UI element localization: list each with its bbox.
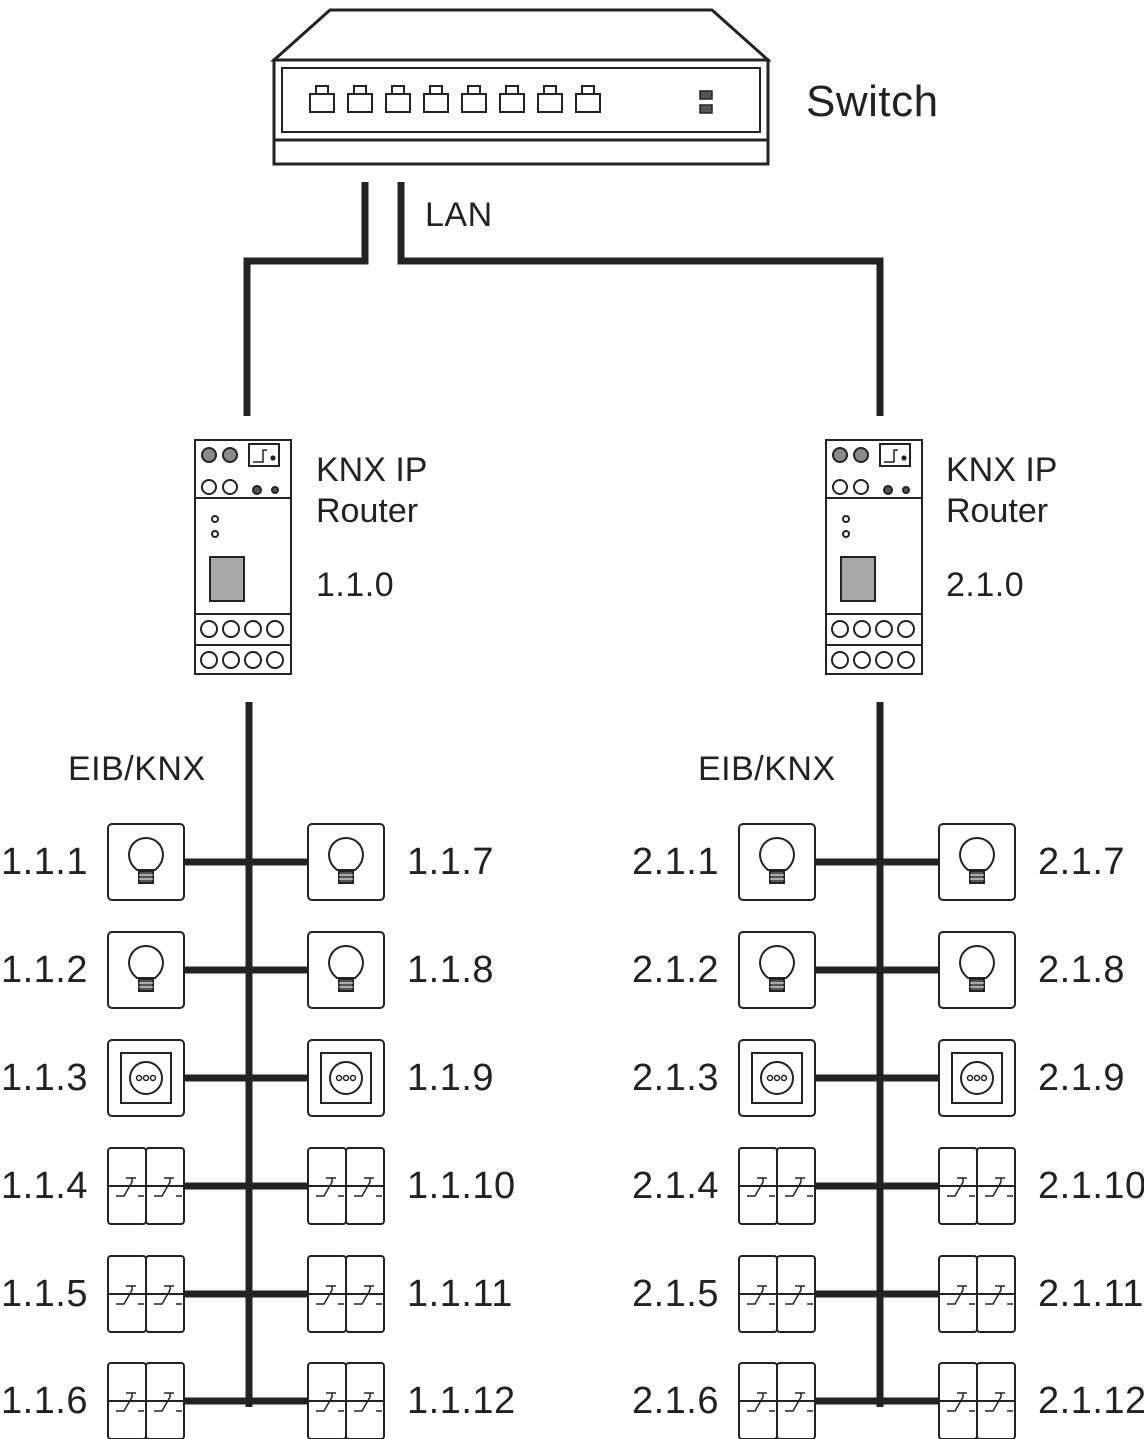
switch-label: Switch	[806, 77, 939, 126]
switch-ports	[309, 85, 601, 113]
device-address-label: 1.1.3	[0, 1057, 88, 1099]
device-address-label: 1.1.12	[407, 1380, 516, 1422]
device-address-label: 1.1.9	[407, 1057, 495, 1099]
switch-port	[461, 85, 487, 113]
device-address-label: 2.1.5	[631, 1273, 719, 1315]
switch-status-led	[699, 90, 713, 100]
socket-icon	[307, 1039, 385, 1117]
device-address-label: 1.1.7	[407, 841, 495, 883]
switch-port	[309, 85, 335, 113]
device-address-label: 1.1.10	[407, 1165, 516, 1207]
socket-icon	[107, 1039, 185, 1117]
push-button-icon	[938, 1362, 1016, 1439]
router-name-line-1: KNX IP Router	[316, 450, 427, 532]
push-button-icon	[307, 1362, 385, 1439]
device-address-label: 2.1.6	[631, 1380, 719, 1422]
lamp-icon	[738, 823, 816, 901]
lamp-icon	[107, 823, 185, 901]
push-button-icon	[738, 1255, 816, 1333]
lan-cables	[243, 182, 884, 416]
device-address-label: 2.1.7	[1038, 841, 1126, 883]
device-address-label: 1.1.6	[0, 1380, 88, 1422]
router-name-part-2: Router	[946, 492, 1049, 530]
lan-label: LAN	[425, 196, 493, 234]
device-address-label: 2.1.2	[631, 949, 719, 991]
device-address-label: 2.1.1	[631, 841, 719, 883]
switch-port	[499, 85, 525, 113]
knx-ip-router-device	[194, 439, 292, 675]
bus-label-line-1: EIB/KNX	[68, 750, 206, 788]
router-name-line-2: KNX IP Router	[946, 450, 1057, 532]
push-button-icon	[107, 1362, 185, 1439]
device-address-label: 2.1.9	[1038, 1057, 1126, 1099]
socket-icon	[938, 1039, 1016, 1117]
network-switch	[270, 8, 772, 166]
device-address-label: 1.1.8	[407, 949, 495, 991]
device-address-label: 2.1.12	[1038, 1380, 1144, 1422]
lamp-icon	[307, 931, 385, 1009]
device-address-label: 2.1.8	[1038, 949, 1126, 991]
lamp-icon	[307, 823, 385, 901]
lan-cable-line-2	[397, 182, 884, 416]
device-address-label: 1.1.1	[0, 841, 88, 883]
push-button-icon	[738, 1362, 816, 1439]
device-address-label: 1.1.2	[0, 949, 88, 991]
router-name-part-1: KNX IP	[946, 451, 1058, 489]
switch-status-led	[699, 104, 713, 114]
push-button-icon	[938, 1147, 1016, 1225]
switch-port	[423, 85, 449, 113]
lamp-icon	[938, 823, 1016, 901]
knx-line-1	[107, 439, 385, 1439]
lan-cable-line-1	[243, 182, 369, 416]
switch-port	[385, 85, 411, 113]
switch-port	[575, 85, 601, 113]
device-address-label: 2.1.11	[1038, 1273, 1144, 1315]
push-button-icon	[738, 1147, 816, 1225]
router-address-line-2: 2.1.0	[946, 566, 1025, 604]
device-address-label: 2.1.4	[631, 1165, 719, 1207]
push-button-icon	[107, 1147, 185, 1225]
push-button-icon	[307, 1255, 385, 1333]
device-address-label: 2.1.10	[1038, 1165, 1144, 1207]
lamp-icon	[738, 931, 816, 1009]
knx-line-2	[738, 439, 1016, 1439]
device-address-label: 2.1.3	[631, 1057, 719, 1099]
push-button-icon	[938, 1255, 1016, 1333]
socket-icon	[738, 1039, 816, 1117]
switch-port	[537, 85, 563, 113]
lamp-icon	[938, 931, 1016, 1009]
switch-port	[347, 85, 373, 113]
bus-label-line-2: EIB/KNX	[698, 750, 836, 788]
router-name-part-1: KNX IP	[316, 451, 428, 489]
lamp-icon	[107, 931, 185, 1009]
device-address-label: 1.1.5	[0, 1273, 88, 1315]
knx-ip-router-device	[825, 439, 923, 675]
device-address-label: 1.1.11	[407, 1273, 513, 1315]
router-address-line-1: 1.1.0	[316, 566, 395, 604]
device-address-label: 1.1.4	[0, 1165, 88, 1207]
router-name-part-2: Router	[316, 492, 419, 530]
push-button-icon	[307, 1147, 385, 1225]
push-button-icon	[107, 1255, 185, 1333]
